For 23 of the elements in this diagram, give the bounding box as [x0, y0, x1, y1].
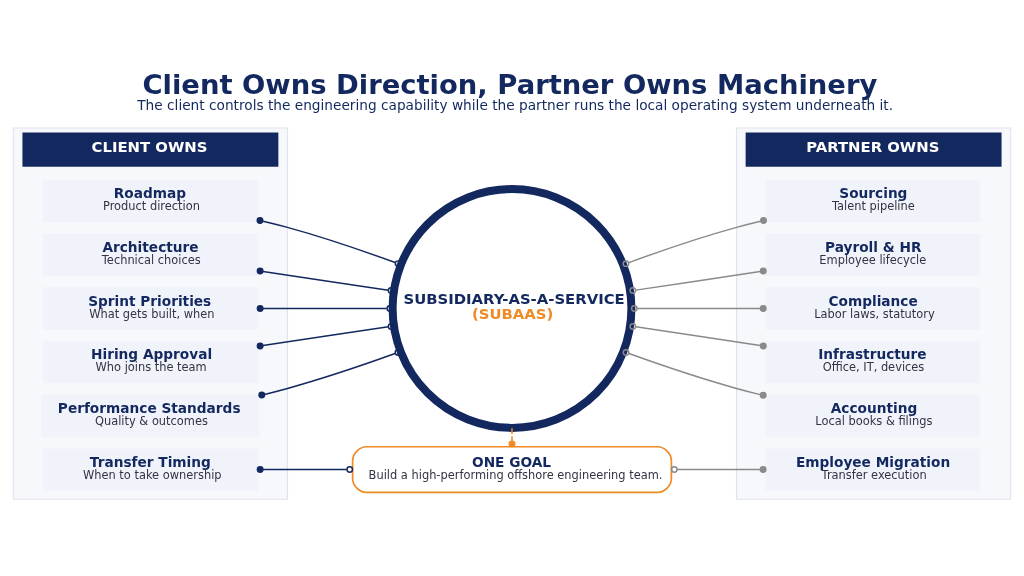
connector	[508, 427, 516, 447]
node-box: Transfer Timing When to take ownership	[43, 447, 258, 491]
node-box: Sprint Priorities What gets built, when	[43, 286, 258, 330]
node-box: Architecture Technical choices	[43, 233, 258, 276]
diagram-title: Client Owns Direction, Partner Owns Machinery	[142, 68, 878, 100]
node-box: Employee Migration Transfer execution	[765, 447, 981, 491]
connector	[256, 216, 402, 267]
node-box: Roadmap Product direction	[43, 179, 258, 222]
node-box: Sourcing Talent pipeline	[765, 179, 981, 222]
node-box: Performance Standards Quality & outcomes	[41, 394, 260, 437]
connector	[629, 322, 767, 349]
node-box: Accounting Local books & filings	[765, 394, 981, 437]
node-box: ONE GOAL Build a high-performing offshore engineering team.	[351, 445, 673, 493]
node-box: Hiring Approval Who joins the team	[43, 340, 258, 383]
connector	[256, 465, 354, 473]
node-box: Compliance Labor laws, statutory	[765, 286, 981, 330]
node-box: Infrastructure Office, IT, devices	[765, 340, 981, 383]
node-box: Payroll & HR Employee lifecycle	[765, 233, 981, 276]
connector	[622, 216, 767, 267]
connector	[622, 348, 767, 399]
connector	[670, 465, 767, 473]
connector	[630, 304, 767, 312]
connector	[629, 267, 767, 294]
